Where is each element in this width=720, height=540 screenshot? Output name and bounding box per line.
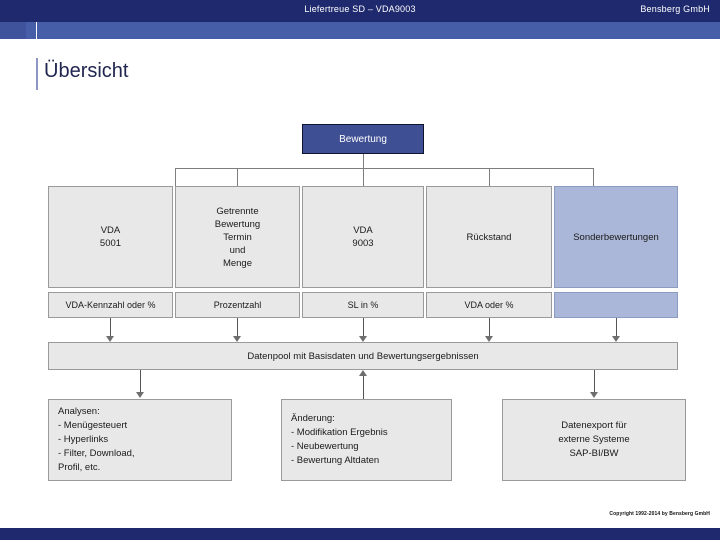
node-column-2-label: Getrennte Bewertung Termin und Menge [214, 205, 261, 269]
node-analysen[interactable]: Analysen: - Menügesteuert - Hyperlinks -… [48, 399, 232, 481]
connector-bottom-3 [594, 370, 595, 392]
node-column-2-sub-label: Prozentzahl [213, 299, 262, 310]
node-datenpool[interactable]: Datenpool mit Basisdaten und Bewertungse… [48, 342, 678, 370]
node-datenpool-label: Datenpool mit Basisdaten und Bewertungse… [247, 350, 479, 362]
connector-root-stem [363, 154, 364, 176]
arrow-down-icon-1 [106, 336, 114, 342]
node-analysen-label: Analysen: - Menügesteuert - Hyperlinks -… [58, 406, 135, 473]
node-column-1-sub[interactable]: VDA-Kennzahl oder % [48, 292, 173, 318]
node-column-5[interactable]: Sonderbewertungen [554, 186, 678, 288]
node-column-1-label: VDA 5001 [99, 225, 122, 249]
node-column-2[interactable]: Getrennte Bewertung Termin und Menge [175, 186, 300, 288]
node-column-3[interactable]: VDA 9003 [302, 186, 424, 288]
connector-pool-5 [616, 318, 617, 336]
connector-bottom-1 [140, 370, 141, 392]
connector-pool-2 [237, 318, 238, 336]
copyright-text: Copyright 1992-2014 by Bensberg GmbH [609, 511, 710, 517]
node-aenderung-label: Änderung: - Modifikation Ergebnis - Neub… [291, 413, 388, 466]
node-bewertung[interactable]: Bewertung [302, 124, 424, 154]
node-column-4-label: Rückstand [466, 231, 512, 243]
node-column-5-sub[interactable] [554, 292, 678, 318]
node-column-5-label: Sonderbewertungen [573, 231, 659, 243]
arrow-up-icon-1 [359, 370, 367, 376]
node-column-1-sub-label: VDA-Kennzahl oder % [65, 299, 156, 310]
arrow-down-icon-3 [359, 336, 367, 342]
connector-drop-1 [175, 168, 176, 186]
connector-bus [175, 168, 593, 169]
node-datenexport-label: Datenexport für externe Systeme SAP-BI/B… [558, 420, 630, 459]
node-datenexport[interactable]: Datenexport für externe Systeme SAP-BI/B… [502, 399, 686, 481]
sub-banner-accent [0, 22, 26, 39]
node-column-3-sub[interactable]: SL in % [302, 292, 424, 318]
node-column-4-sub[interactable]: VDA oder % [426, 292, 552, 318]
connector-bottom-2 [363, 376, 364, 399]
connector-drop-5 [593, 168, 594, 186]
top-banner [0, 0, 720, 22]
arrow-down-icon-7 [590, 392, 598, 398]
arrow-down-icon-4 [485, 336, 493, 342]
page-title: Übersicht [44, 60, 129, 82]
arrow-down-icon-2 [233, 336, 241, 342]
node-bewertung-label: Bewertung [339, 133, 387, 145]
sub-banner [0, 22, 720, 39]
node-column-4-sub-label: VDA oder % [464, 299, 514, 310]
node-column-2-sub[interactable]: Prozentzahl [175, 292, 300, 318]
header-title: Liefertreue SD – VDA9003 [304, 4, 416, 14]
banner-divider-rule [36, 22, 37, 39]
connector-pool-4 [489, 318, 490, 336]
bottom-banner [0, 528, 720, 540]
title-accent-rule [36, 58, 38, 90]
connector-drop-3 [363, 168, 364, 186]
connector-drop-2 [237, 168, 238, 186]
arrow-down-icon-5 [612, 336, 620, 342]
node-column-3-label: VDA 9003 [352, 225, 374, 249]
arrow-down-icon-6 [136, 392, 144, 398]
connector-pool-3 [363, 318, 364, 336]
header-company: Bensberg GmbH [640, 4, 710, 14]
connector-pool-1 [110, 318, 111, 336]
node-column-4[interactable]: Rückstand [426, 186, 552, 288]
node-column-3-sub-label: SL in % [347, 299, 379, 310]
node-column-1[interactable]: VDA 5001 [48, 186, 173, 288]
connector-drop-4 [489, 168, 490, 186]
node-aenderung[interactable]: Änderung: - Modifikation Ergebnis - Neub… [281, 399, 452, 481]
